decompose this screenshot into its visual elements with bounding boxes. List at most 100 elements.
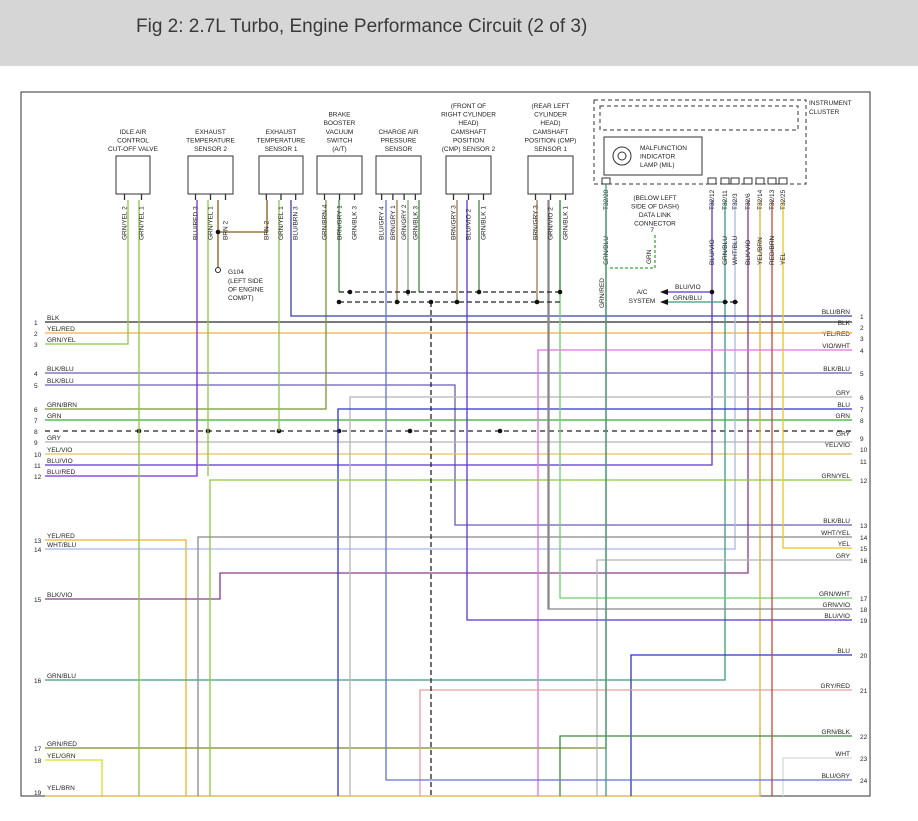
right-wire-label: GRY — [836, 431, 851, 438]
wire-yel-r15 — [782, 200, 852, 549]
pin-label: GRN/BLK 3 — [412, 206, 419, 240]
left-wire-number: 19 — [34, 790, 42, 797]
right-wire-label: YEL/RED — [822, 331, 850, 338]
dlc-label: SIDE OF DASH) — [631, 204, 679, 211]
left-wire-number: 3 — [34, 342, 38, 349]
cluster-pin-id: T32/6 — [745, 193, 752, 210]
wire-brn-ground — [217, 200, 268, 233]
instrument-title: CLUSTER — [809, 109, 840, 116]
component-label-cmp1: (REAR LEFT — [532, 103, 570, 110]
right-wire-label: GRY — [836, 390, 851, 397]
mil-box — [603, 136, 703, 176]
left-wire-label: YEL/VIO — [47, 447, 72, 454]
component-box-charge-air — [375, 155, 422, 195]
left-wire-number: 6 — [34, 407, 38, 414]
pin-label: GRN/BLK 1 — [481, 206, 488, 240]
cluster-pin — [755, 177, 765, 185]
component-label-cmp1: SENSOR 1 — [534, 146, 567, 153]
component-label-charge-air: SENSOR — [385, 146, 413, 153]
right-wire-label: YEL/VIO — [825, 442, 850, 449]
right-wire-number: 20 — [860, 653, 868, 660]
splice-dot — [557, 289, 563, 295]
splice-dot — [709, 289, 715, 295]
pin-label: GRN/BLK 3 — [352, 206, 359, 240]
pin-label: BRN/GRY 3 — [533, 205, 540, 240]
splice-dot — [215, 229, 221, 235]
pin-label: GRN/YEL 1 — [208, 206, 215, 240]
component-label-egt2: EXHAUST — [195, 129, 226, 136]
left-wire-number: 2 — [34, 331, 38, 338]
instrument-title: INSTRUMENT — [809, 100, 852, 107]
component-label-cmp2: RIGHT CYLINDER — [441, 112, 496, 119]
component-box-egt1 — [258, 155, 304, 195]
left-wire-number: 15 — [34, 597, 42, 604]
right-wire-label: GRN/YEL — [821, 473, 850, 480]
figure-header: Fig 2: 2.7L Turbo, Engine Performance Ci… — [0, 0, 918, 66]
wire-gry-r6 — [349, 396, 852, 796]
wire-grn-dlc — [610, 235, 656, 269]
cluster-pin-wire: YEL — [780, 252, 787, 265]
pin-label: GRN/GRY 2 — [401, 204, 408, 240]
right-wire-number: 6 — [860, 395, 864, 402]
left-wire-number: 16 — [34, 678, 42, 685]
wire-yelgrn-18 — [45, 759, 103, 796]
component-label-cmp1: POSITION (CMP) — [525, 137, 577, 144]
left-wire-number: 12 — [34, 474, 42, 481]
wire-blkblu-5 — [45, 384, 852, 526]
component-label-cmp1: CYLINDER — [534, 112, 567, 119]
cluster-pin-id: T32/14 — [757, 189, 764, 210]
wire-grnyel-3 — [45, 200, 129, 345]
cluster-pin-wire: RED/BRN — [769, 235, 776, 265]
right-wire-label: GRY/RED — [821, 683, 851, 690]
left-wire-number: 7 — [34, 418, 38, 425]
right-wire-number: 11 — [860, 459, 867, 466]
component-label-charge-air: PRESSURE — [381, 137, 417, 144]
left-wire-number: 17 — [34, 746, 42, 753]
left-wire-label: YEL/BRN — [47, 785, 75, 792]
right-wire-number: 7 — [860, 407, 864, 414]
right-wire-label: WHT — [835, 751, 850, 758]
left-wire-label: GRN/RED — [47, 741, 77, 748]
wire-yelbrn-19 — [45, 200, 761, 797]
cluster-pin-wire: GRN/BLU — [722, 236, 729, 265]
component-box-idle-air — [115, 155, 151, 195]
splice-dot — [454, 299, 460, 305]
right-wire-label: BLU — [837, 402, 850, 409]
instrument-cluster-box — [593, 99, 807, 185]
left-wire-number: 4 — [34, 371, 38, 378]
left-wire-number: 11 — [34, 463, 41, 470]
pin-label: BLU/VIO 2 — [466, 209, 473, 240]
g104-desc: OF ENGINE — [228, 287, 264, 294]
pin-label: BRN 2 — [223, 220, 230, 240]
cluster-pin — [778, 177, 788, 185]
pin-label: GRN/BLK 1 — [563, 206, 570, 240]
right-wire-label: BLU/BRN — [822, 309, 850, 316]
left-wire-label: BLU/RED — [47, 469, 75, 476]
dlc-label: CONNECTOR — [634, 221, 676, 228]
component-label-egt2: SENSOR 2 — [194, 146, 227, 153]
left-wire-label: BLK — [47, 315, 60, 322]
left-wire-number: 8 — [34, 429, 38, 436]
cluster-pin-id: T32/25 — [780, 189, 787, 210]
cluster-pin-id: T32/12 — [709, 189, 716, 210]
component-label-idle-air: CONTROL — [117, 137, 149, 144]
wire-whtblu-14 — [45, 200, 736, 550]
right-wire-number: 23 — [860, 756, 868, 763]
component-label-charge-air: CHARGE AIR — [378, 129, 418, 136]
component-label-egt1: SENSOR 1 — [265, 146, 298, 153]
right-wire-label: BLU — [837, 648, 850, 655]
left-wire-label: WHT/BLU — [47, 542, 77, 549]
ac-wire-top: BLU/VIO — [675, 284, 701, 291]
pin-label: BLU/GRY 4 — [379, 206, 386, 240]
component-box-cmp2 — [445, 155, 492, 195]
component-label-idle-air: CUT-OFF VALVE — [108, 146, 159, 153]
splice-dot — [476, 289, 482, 295]
right-wire-number: 1 — [860, 314, 864, 321]
pin-label: BRN/GRY 1 — [337, 205, 344, 240]
wire-grnblu-16 — [45, 200, 726, 681]
right-wire-number: 22 — [860, 734, 868, 741]
left-wire-label: BLK/VIO — [47, 592, 72, 599]
left-wire-label: YEL/GRN — [47, 753, 76, 760]
wire-blured-12 — [45, 200, 198, 477]
